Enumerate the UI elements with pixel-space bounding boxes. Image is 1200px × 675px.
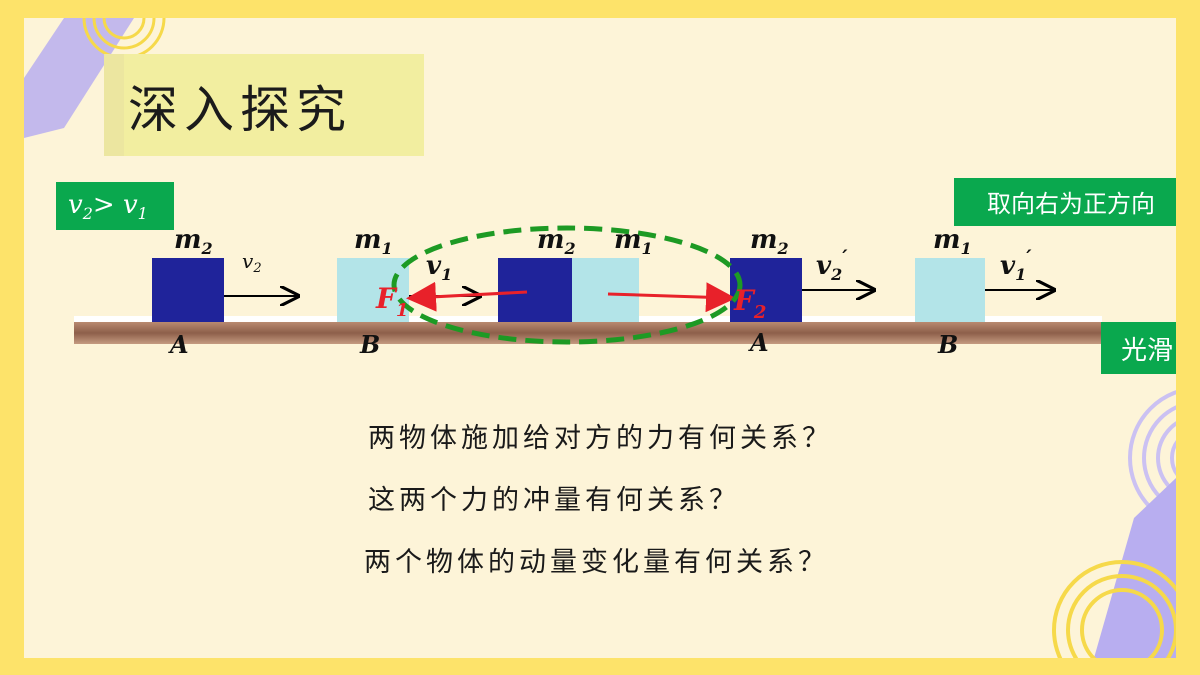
page-title: 深入探究	[128, 81, 352, 139]
mass-label-b-contact: m1	[614, 225, 653, 258]
force-label-f2: F2	[733, 284, 766, 323]
force-arrow-f1	[406, 281, 528, 312]
mass-label-a-contact: m2	[537, 225, 576, 258]
mass-label-b-after: m1	[933, 225, 972, 258]
collision-diagram: m2 m1 m2 m1 m2 m1 A B A B v2 v1 v2′ v1′ …	[74, 225, 1102, 359]
label-a-after: A	[748, 328, 769, 357]
label-b-after: B	[937, 330, 958, 359]
direction-note: 取向右为正方向	[987, 190, 1155, 218]
direction-note-badge: 取向右为正方向	[954, 178, 1176, 226]
ground-surface	[74, 322, 1102, 344]
system-ellipse	[391, 225, 743, 345]
block-a-contact	[498, 258, 572, 322]
block-a-after	[730, 258, 802, 322]
velocity-label-b-before: v1	[426, 251, 452, 284]
surface-note-badge: 光滑	[1101, 322, 1176, 374]
question-1: 两物体施加给对方的力有何关系？	[368, 423, 833, 454]
purple-blob-top-left	[24, 18, 134, 138]
force-label-f1: F1	[375, 282, 408, 321]
mass-label-b-before: m1	[354, 225, 393, 258]
surface-note: 光滑	[1120, 336, 1173, 366]
purple-blob-bottom-right	[1094, 478, 1176, 658]
block-b-contact	[572, 258, 639, 322]
title-banner	[104, 54, 424, 156]
velocity-label-a-before: v2	[242, 249, 262, 276]
block-a-before	[152, 258, 224, 322]
velocity-label-a-after: v2′	[816, 245, 848, 284]
label-a-before: A	[168, 330, 189, 359]
velocity-label-b-after: v1′	[1000, 245, 1032, 284]
decorations	[24, 18, 1176, 658]
force-arrow-f2	[607, 282, 736, 313]
purple-rings-right	[1128, 390, 1176, 526]
yellow-rings-bottom-right	[1052, 560, 1176, 658]
question-3: 两个物体的动量变化量有何关系？	[364, 547, 829, 578]
block-b-after	[915, 258, 985, 322]
condition-text: v2> v1	[68, 190, 148, 224]
label-b-before: B	[359, 330, 380, 359]
mass-label-a-after: m2	[750, 225, 789, 258]
slide: 深入探究 v2> v1 取向右为正方向	[24, 18, 1176, 658]
question-2: 这两个力的冲量有何关系？	[368, 485, 740, 516]
mass-label-a-before: m2	[174, 225, 213, 258]
condition-badge: v2> v1	[56, 182, 174, 230]
